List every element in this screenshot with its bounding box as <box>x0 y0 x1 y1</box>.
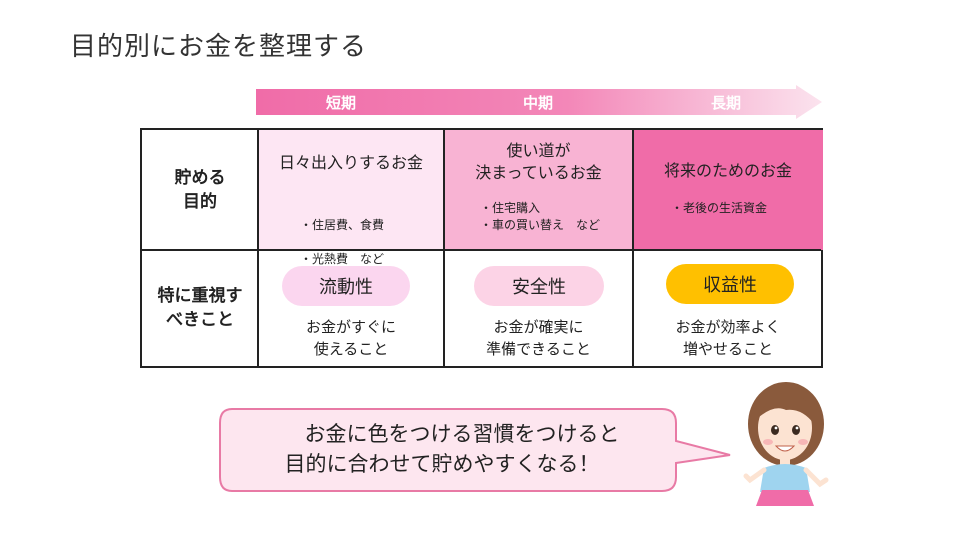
arrow-shape <box>256 85 822 119</box>
purpose-title-long: 将来のためのお金 <box>663 161 792 180</box>
timeline-arrow: 短期 中期 長期 <box>256 85 822 119</box>
bullet-list-long: ・老後の生活資金 <box>671 200 767 217</box>
priority-pill-return: 収益性 <box>666 264 794 304</box>
row-header-purpose: 貯める 目的 <box>174 168 226 212</box>
bullet-list-mid: ・住宅購入 ・車の買い替え など <box>480 200 600 234</box>
grid-divider <box>632 130 634 366</box>
speech-bubble-text: お金に色をつける習慣をつけると 目的に合わせて貯めやすくなる！ <box>218 407 676 479</box>
speech-bubble: お金に色をつける習慣をつけると 目的に合わせて貯めやすくなる！ <box>218 407 738 501</box>
priority-cell-mid: 安全性 お金が確実に 準備できること <box>444 250 633 366</box>
bullet-item: ・車の買い替え など <box>480 218 601 232</box>
speech-bubble-shape <box>219 408 731 492</box>
woman-illustration <box>730 380 840 519</box>
purpose-cell-mid: 使い道が 決まっているお金 ・住宅購入 ・車の買い替え など <box>444 130 633 250</box>
priority-description-long: お金が効率よく 増やせること <box>675 318 781 358</box>
purpose-title-mid: 使い道が 決まっているお金 <box>475 141 602 182</box>
priority-cell-long: 収益性 お金が効率よく 増やせること <box>633 250 823 366</box>
priority-pill-safety: 安全性 <box>474 266 604 306</box>
bubble-line-2: 目的に合わせて貯めやすくなる！ <box>284 452 600 476</box>
bullet-item: ・老後の生活資金 <box>671 201 768 215</box>
woman-icon <box>743 382 829 506</box>
bullet-item: ・住居費、食費 <box>300 218 385 232</box>
priority-description-mid: お金が確実に 準備できること <box>486 318 591 358</box>
grid-divider <box>443 130 445 366</box>
timeline-label-long: 長期 <box>710 94 741 112</box>
bullet-list-short: ・住居費、食費 ・光熱費 など <box>300 200 384 285</box>
purpose-cell-long: 将来のためのお金 ・老後の生活資金 <box>633 130 823 250</box>
purpose-table: 日々出入りするお金 ・住居費、食費 ・光熱費 など 使い道が 決まっているお金 … <box>140 128 823 368</box>
priority-cell-short: 流動性 お金がすぐに 使えること <box>258 250 444 366</box>
page-title: 目的別にお金を整理する <box>70 32 368 62</box>
timeline-label-short: 短期 <box>325 94 356 112</box>
purpose-title-short: 日々出入りするお金 <box>278 153 423 172</box>
grid-divider <box>142 249 821 251</box>
bullet-item: ・住宅購入 <box>480 201 541 215</box>
bullet-item: ・光熱費 など <box>300 252 385 266</box>
grid-divider <box>257 130 259 366</box>
row-header-priority: 特に重視す べきこと <box>157 286 243 330</box>
priority-pill-liquidity: 流動性 <box>282 266 410 306</box>
bubble-line-1: お金に色をつける習慣をつけると <box>304 422 620 446</box>
priority-description-short: お金がすぐに 使えること <box>305 318 396 358</box>
purpose-cell-short: 日々出入りするお金 ・住居費、食費 ・光熱費 など <box>258 130 444 266</box>
timeline-label-mid: 中期 <box>522 94 553 112</box>
